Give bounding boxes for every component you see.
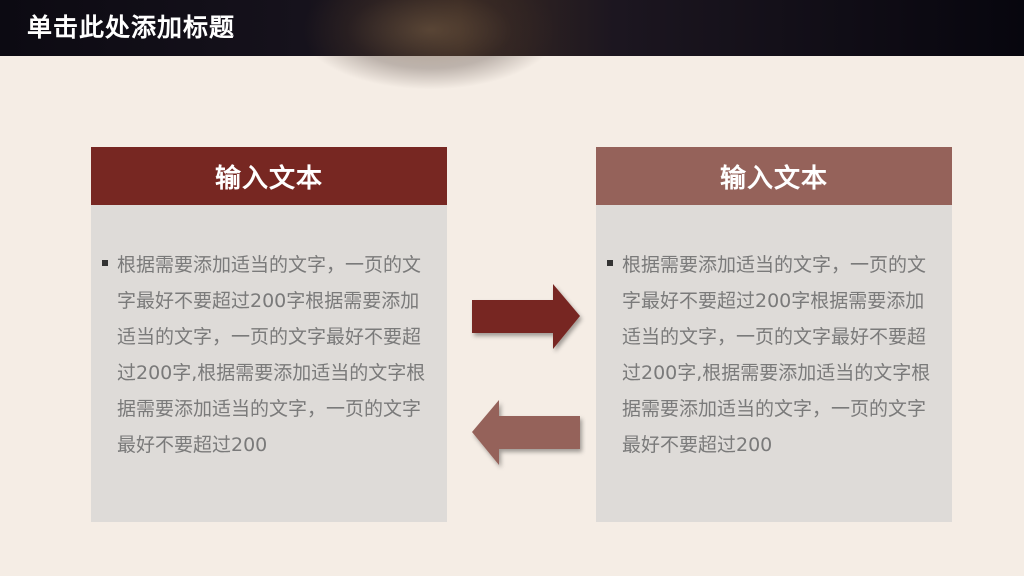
title-bar-decoration [300, 0, 560, 90]
bullet-icon [607, 260, 613, 266]
page-title[interactable]: 单击此处添加标题 [27, 13, 236, 42]
text-card-right: 输入文本 根据需要添加适当的文字，一页的文字最好不要超过200字根据需要添加适当… [596, 147, 952, 522]
card-text-left[interactable]: 根据需要添加适当的文字，一页的文字最好不要超过200字根据需要添加适当的文字，一… [117, 254, 426, 456]
card-body-left: 根据需要添加适当的文字，一页的文字最好不要超过200字根据需要添加适当的文字，一… [91, 205, 447, 463]
bullet-icon [102, 260, 108, 266]
title-bar: 单击此处添加标题 [0, 0, 1024, 90]
text-card-left: 输入文本 根据需要添加适当的文字，一页的文字最好不要超过200字根据需要添加适当… [91, 147, 447, 522]
card-text-right[interactable]: 根据需要添加适当的文字，一页的文字最好不要超过200字根据需要添加适当的文字，一… [622, 254, 931, 456]
card-heading-right[interactable]: 输入文本 [596, 147, 952, 205]
arrow-right-icon [472, 284, 580, 349]
card-body-right: 根据需要添加适当的文字，一页的文字最好不要超过200字根据需要添加适当的文字，一… [596, 205, 952, 463]
card-heading-left[interactable]: 输入文本 [91, 147, 447, 205]
arrow-left-icon [472, 400, 580, 465]
